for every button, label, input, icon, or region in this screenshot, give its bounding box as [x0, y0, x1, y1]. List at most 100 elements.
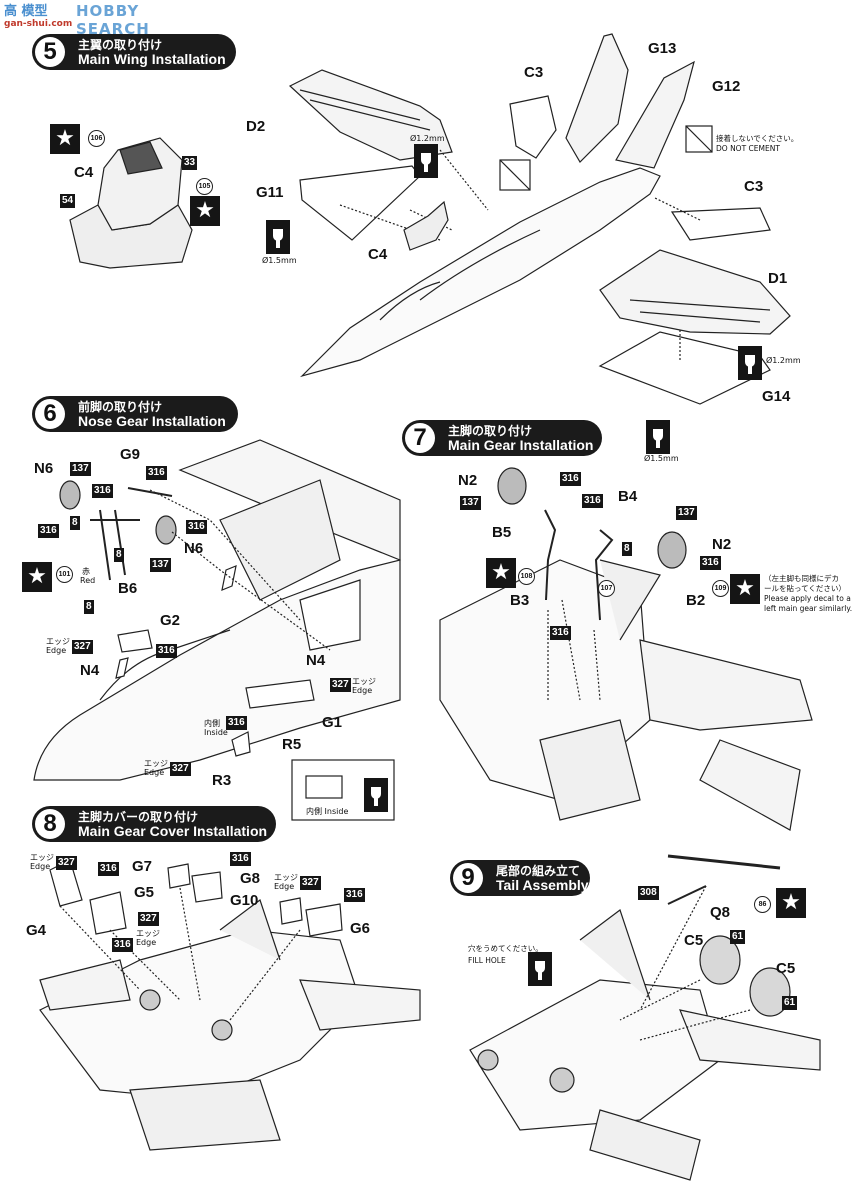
- paint-316: 316: [550, 626, 571, 640]
- decal-108: 108: [518, 568, 535, 585]
- part-label-g8: G8: [240, 870, 261, 887]
- paint-316: 316: [92, 484, 113, 498]
- no-cement-note-jp: 接着しないでください。: [716, 134, 799, 143]
- cement-icon: [414, 144, 438, 178]
- inside-detail-label: 内側 Inside: [306, 807, 349, 816]
- decal-106: 106: [88, 130, 105, 147]
- paint-316: 316: [344, 888, 365, 902]
- step9-art: [469, 854, 821, 1181]
- edge-label-en: Edge: [30, 862, 51, 871]
- dimension-label: Ø1.5mm: [644, 454, 679, 463]
- part-label-n6: N6: [34, 460, 54, 477]
- decal-note-en-line1: Please apply decal to a: [764, 594, 851, 603]
- watermark-logo: 高 模型: [4, 4, 48, 19]
- watermark-text: HOBBY SEARCH: [76, 2, 150, 38]
- paint-327: 327: [170, 762, 191, 776]
- part-label-r5: R5: [282, 736, 302, 753]
- part-label-n4: N4: [80, 662, 100, 679]
- paint-137: 137: [150, 558, 171, 572]
- paint-316: 316: [560, 472, 581, 486]
- part-label-b5: B5: [492, 524, 512, 541]
- part-label-g6: G6: [350, 920, 371, 937]
- paint-327: 327: [72, 640, 93, 654]
- paint-316: 316: [156, 644, 177, 658]
- part-label-c4: C4: [74, 164, 94, 181]
- inside-label-jp: 内側: [204, 719, 220, 728]
- decal-101: 101: [56, 566, 73, 583]
- decal-109: 109: [712, 580, 729, 597]
- red-label-jp: 赤: [82, 567, 90, 576]
- cement-icon: [266, 220, 290, 254]
- paint-316: 316: [582, 494, 603, 508]
- edge-label-en: Edge: [274, 882, 295, 891]
- part-label-c3-right: C3: [744, 178, 764, 195]
- star-icon: ★: [50, 124, 80, 154]
- paint-8: 8: [114, 548, 124, 562]
- part-label-g2: G2: [160, 612, 181, 629]
- cement-icon: [738, 346, 762, 380]
- step5-number: 5: [35, 37, 65, 67]
- part-label-b2: B2: [686, 592, 706, 609]
- red-label-en: Red: [80, 576, 96, 585]
- paint-33: 33: [182, 156, 198, 170]
- paint-61: 61: [782, 996, 798, 1010]
- edge-label-jp: エッジ: [352, 677, 376, 686]
- star-icon: ★: [190, 196, 220, 226]
- paint-61: 61: [730, 930, 746, 944]
- step7-title-en: Main Gear Installation: [448, 437, 594, 453]
- star-icon: ★: [730, 574, 760, 604]
- part-label-g4: G4: [26, 922, 47, 939]
- step9-title-en: Tail Assembly: [496, 877, 589, 893]
- step7-title-jp: 主脚の取り付け: [448, 424, 533, 438]
- part-label-b4: B4: [618, 488, 638, 505]
- edge-label-jp: エッジ: [144, 759, 168, 768]
- paint-316: 316: [38, 524, 59, 538]
- step6-title-jp: 前脚の取り付け: [78, 400, 163, 414]
- cement-icon: [364, 778, 388, 812]
- decal-105: 105: [196, 178, 213, 195]
- step8-title-jp: 主脚カバーの取り付け: [78, 810, 199, 824]
- step5-title-jp: 主翼の取り付け: [78, 38, 163, 52]
- paint-308: 308: [638, 886, 659, 900]
- part-label-n6-right: N6: [184, 540, 204, 557]
- part-label-b3: B3: [510, 592, 530, 609]
- decal-note-jp: （左主脚も同様にデカールを貼ってください）: [764, 574, 846, 593]
- part-label-n2: N2: [458, 472, 478, 489]
- paint-327: 327: [300, 876, 321, 890]
- step9-title-jp: 尾部の組み立て: [496, 864, 581, 878]
- step6-number: 6: [35, 399, 65, 429]
- paint-316: 316: [226, 716, 247, 730]
- step5-title-en: Main Wing Installation: [78, 51, 226, 67]
- star-icon: ★: [776, 888, 806, 918]
- dimension-label: Ø1.5mm: [262, 256, 297, 265]
- decal-86: 86: [754, 896, 771, 913]
- step6-header: 6 前脚の取り付け Nose Gear Installation: [32, 396, 238, 432]
- decal-note-en-line2: left main gear similarly.: [764, 604, 853, 613]
- part-label-g9: G9: [120, 446, 141, 463]
- part-label-g1: G1: [322, 714, 343, 731]
- dimension-label: Ø1.2mm: [410, 134, 445, 143]
- edge-label-en: Edge: [46, 646, 67, 655]
- part-label-g10: G10: [230, 892, 259, 909]
- paint-316: 316: [146, 466, 167, 480]
- inside-label-en: Inside: [204, 728, 228, 737]
- edge-label-en: Edge: [144, 768, 165, 777]
- part-label-g7: G7: [132, 858, 153, 875]
- part-label-c5-right: C5: [776, 960, 796, 977]
- part-label-g11: G11: [256, 184, 284, 201]
- paint-54: 54: [60, 194, 76, 208]
- paint-316: 316: [98, 862, 119, 876]
- part-label-c5: C5: [684, 932, 704, 949]
- step9-number: 9: [453, 863, 483, 893]
- star-icon: ★: [22, 562, 52, 592]
- paint-137: 137: [460, 496, 481, 510]
- cement-icon: [528, 952, 552, 986]
- star-icon: ★: [486, 558, 516, 588]
- paint-316: 316: [186, 520, 207, 534]
- paint-137: 137: [70, 462, 91, 476]
- step6-art: [33, 439, 401, 821]
- part-label-c3: C3: [524, 64, 544, 81]
- edge-label-jp: エッジ: [46, 637, 70, 646]
- edge-label-en: Edge: [352, 686, 373, 695]
